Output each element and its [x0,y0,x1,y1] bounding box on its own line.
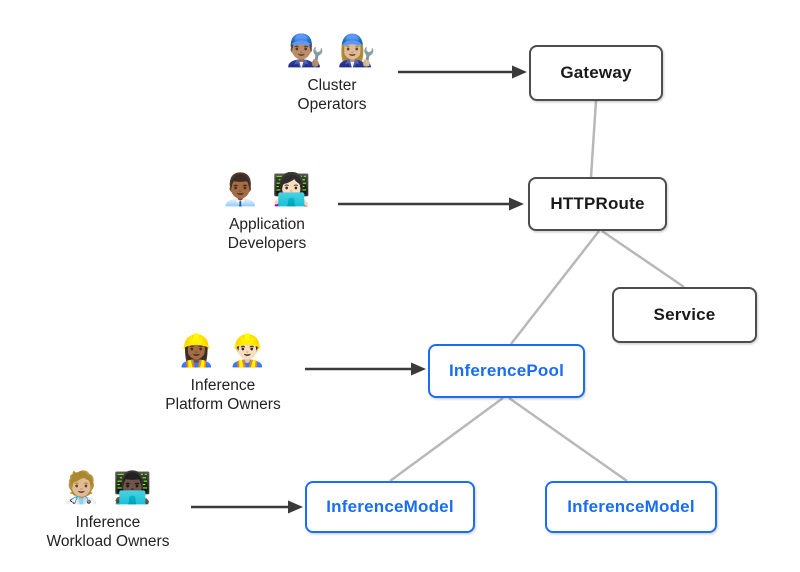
workload-owners-emoji-icon: 🧑🏼‍⚕️ 👨🏿‍💻 [62,470,154,505]
inferencepool-node: InferencePool [428,344,585,398]
persona-cluster-operators: 👨🏽‍🔧 👩🏼‍🔧 Cluster Operators [237,28,427,114]
mechanics-emoji-icon: 👨🏽‍🔧 👩🏼‍🔧 [286,33,378,68]
persona-inference-platform-owners: 👷🏾‍♀️ 👷🏻‍♂️ Inference Platform Owners [128,328,318,414]
arrowhead-inference-workload-owners [288,500,303,514]
httproute-node: HTTPRoute [528,177,667,231]
persona-inference-workload-owners: 🧑🏼‍⚕️ 👨🏿‍💻 Inference Workload Owners [13,465,203,551]
inferencemodel-right-label: InferenceModel [567,497,695,516]
gateway-label: Gateway [560,63,632,82]
inferencemodel-right-node: InferenceModel [545,481,717,533]
edge-httproute-service [601,229,685,289]
inference-platform-owners-label: Inference Platform Owners [165,377,281,413]
inferencemodel-left-node: InferenceModel [305,481,475,533]
arrowhead-inference-platform-owners [411,362,426,376]
service-label: Service [653,305,716,324]
service-node: Service [612,287,757,343]
construction-workers-emoji-icon: 👷🏾‍♀️ 👷🏻‍♂️ [177,333,269,368]
persona-application-developers: 👨🏾‍💼 👩🏻‍💻 Application Developers [172,167,362,253]
gateway-node: Gateway [529,45,663,101]
inferencemodel-left-label: InferenceModel [326,497,454,516]
cluster-operators-label: Cluster Operators [297,77,367,113]
arrowhead-cluster-operators [512,65,527,79]
developers-emoji-icon: 👨🏾‍💼 👩🏻‍💻 [221,172,313,207]
edge-inferencepool-inferencemodel-left [389,396,504,483]
edge-httproute-inferencepool [510,230,600,345]
application-developers-label: Application Developers [227,216,307,252]
inferencepool-label: InferencePool [448,361,565,380]
httproute-label: HTTPRoute [550,194,645,213]
edge-gateway-httproute [589,100,598,178]
inference-workload-owners-label: Inference Workload Owners [46,514,170,550]
arrowhead-application-developers [509,197,524,211]
edge-inferencepool-inferencemodel-right [508,396,628,483]
